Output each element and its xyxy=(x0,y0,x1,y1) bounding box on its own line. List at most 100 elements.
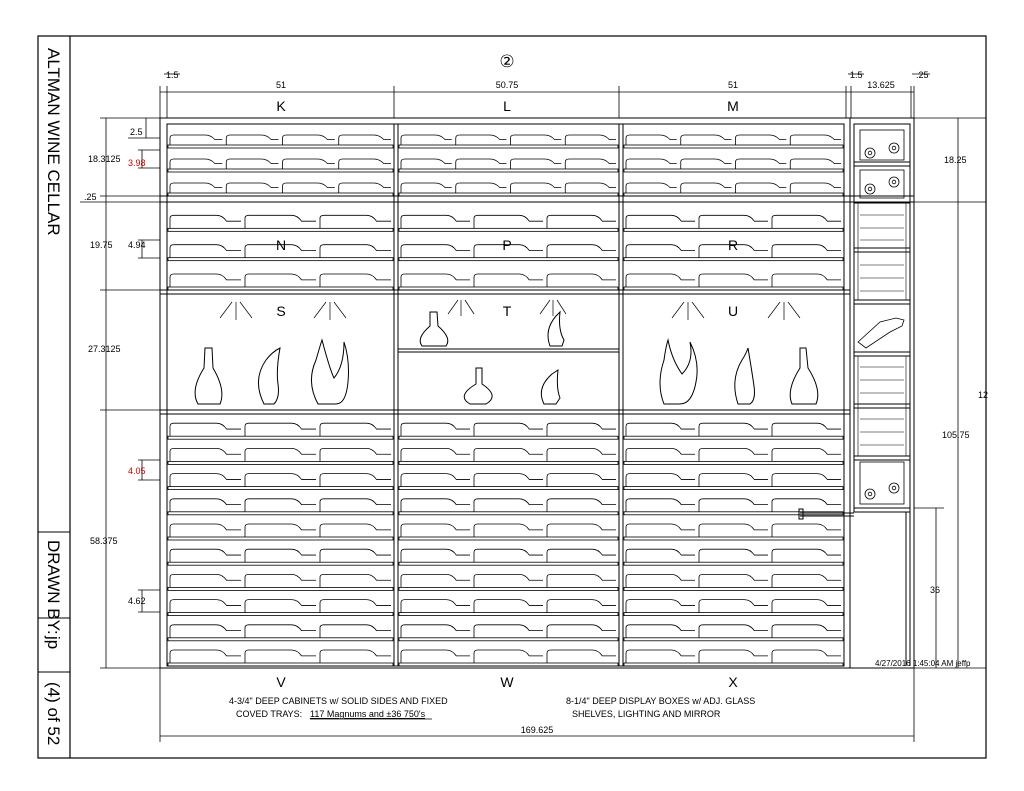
bottle-icon xyxy=(473,574,543,588)
bottle-icon xyxy=(625,244,695,258)
dim-left-2-5: 2.5 xyxy=(130,127,143,137)
bottle-icon xyxy=(564,158,616,169)
project-title: ALTMAN WINE CELLAR xyxy=(44,48,63,236)
dim-top-13-625: 13.625 xyxy=(867,80,895,90)
bottle-icon xyxy=(400,649,470,663)
bottle-icon xyxy=(244,473,316,487)
rack-tray xyxy=(398,612,619,616)
bottle-icon xyxy=(473,214,543,229)
bottle-icon xyxy=(473,599,543,613)
bottle-icon xyxy=(319,599,391,613)
bottle-icon xyxy=(680,134,732,145)
bottle-icon xyxy=(546,624,616,638)
drawn-by-label: DRAWN BY: xyxy=(44,540,63,635)
bottle-icon xyxy=(338,182,391,193)
bottle-icon xyxy=(473,422,543,437)
rack-tray xyxy=(167,435,394,440)
bottle-icon xyxy=(546,599,616,613)
section-label-t: T xyxy=(503,303,512,319)
rack-tray xyxy=(623,637,844,642)
section-label-l: L xyxy=(503,98,511,114)
bottle-icon xyxy=(282,182,335,193)
rack-tray xyxy=(398,144,619,149)
note-display-line1: 8-1/4" DEEP DISPLAY BOXES w/ ADJ. GLASS xyxy=(566,696,755,706)
bottle-icon xyxy=(400,158,452,169)
bottle-icon xyxy=(510,182,562,193)
bottle-icon xyxy=(789,182,841,193)
bottle-icon xyxy=(169,273,241,287)
rack-tray xyxy=(398,662,619,667)
bottle-icon xyxy=(625,134,677,145)
dim-left-19-75: 19.75 xyxy=(90,240,113,250)
bottle-icon xyxy=(169,473,241,487)
bottle-icon xyxy=(473,448,543,462)
bottle-icon xyxy=(400,624,470,638)
bottle-icon xyxy=(546,422,616,437)
rack-tray xyxy=(167,486,394,491)
decanter-icon xyxy=(311,338,349,405)
bottle-icon xyxy=(225,182,279,193)
bottle-icon xyxy=(771,214,841,229)
bottle-icon xyxy=(473,244,543,258)
bottle-icon xyxy=(400,548,470,563)
bottle-icon xyxy=(244,649,316,663)
bottle-icon xyxy=(771,649,841,663)
bottle-icon xyxy=(473,649,543,663)
dim-left-4-05: 4.05 xyxy=(128,466,146,476)
bottle-icon xyxy=(771,523,841,537)
bottle-icon xyxy=(225,158,279,169)
rack-tray xyxy=(167,536,394,541)
decanter-icon xyxy=(734,347,755,405)
dim-left-3-98: 3.98 xyxy=(128,158,146,168)
bottle-icon xyxy=(625,214,695,229)
bottle-icon xyxy=(698,624,768,638)
bottle-icon xyxy=(789,158,841,169)
bottle-icon xyxy=(473,548,543,563)
bottle-icon xyxy=(244,244,316,258)
bottle-icon xyxy=(625,548,695,563)
rack-tray xyxy=(623,227,844,232)
bottle-icon xyxy=(400,523,470,537)
rack-tray xyxy=(398,561,619,566)
rack-tray xyxy=(623,435,844,440)
rack-tray xyxy=(398,637,619,642)
sheet-border xyxy=(37,35,987,759)
rack-tray xyxy=(398,257,619,262)
tower-rack-slots xyxy=(857,203,907,456)
section-label-u: U xyxy=(728,303,738,319)
dim-right-18-25: 18.25 xyxy=(944,155,967,165)
dim-right-105-75: 105.75 xyxy=(942,430,970,440)
bottle-icon xyxy=(698,523,768,537)
elevation-marker: ② xyxy=(499,52,514,71)
dim-left-4-94: 4.94 xyxy=(128,240,146,250)
bottle-icon xyxy=(169,158,223,169)
rack-tray xyxy=(398,168,619,173)
bottle-icon xyxy=(698,599,768,613)
bottle-icon xyxy=(546,498,616,512)
bottle-icon xyxy=(510,158,562,169)
bottle-icon xyxy=(319,273,391,287)
dim-top-0-25: .25 xyxy=(916,70,929,80)
bottle-icon xyxy=(771,624,841,638)
dim-left-27-3125: 27.3125 xyxy=(88,344,121,354)
bottle-icon xyxy=(735,182,787,193)
bottle-icon xyxy=(244,273,316,287)
bottle-icon xyxy=(564,182,616,193)
bottle-icon xyxy=(546,273,616,287)
bottle-icon xyxy=(169,548,241,563)
bottle-icon xyxy=(400,448,470,462)
bottle-icon xyxy=(338,158,391,169)
bottle-icon xyxy=(319,498,391,512)
bottle-icon xyxy=(169,182,223,193)
bottle-icon xyxy=(338,134,391,145)
timestamp: 4/27/2016 1:45:04 AM jeffp xyxy=(875,659,971,668)
rack-tray xyxy=(167,662,394,667)
rack-tray xyxy=(623,612,844,616)
section-label-p: P xyxy=(502,237,511,253)
bottle-icon xyxy=(546,244,616,258)
bottle-icon xyxy=(771,599,841,613)
decanter-icon xyxy=(547,310,565,347)
rack-tray xyxy=(398,511,619,516)
bottle-icon xyxy=(244,214,316,229)
rack-tray xyxy=(398,587,619,591)
